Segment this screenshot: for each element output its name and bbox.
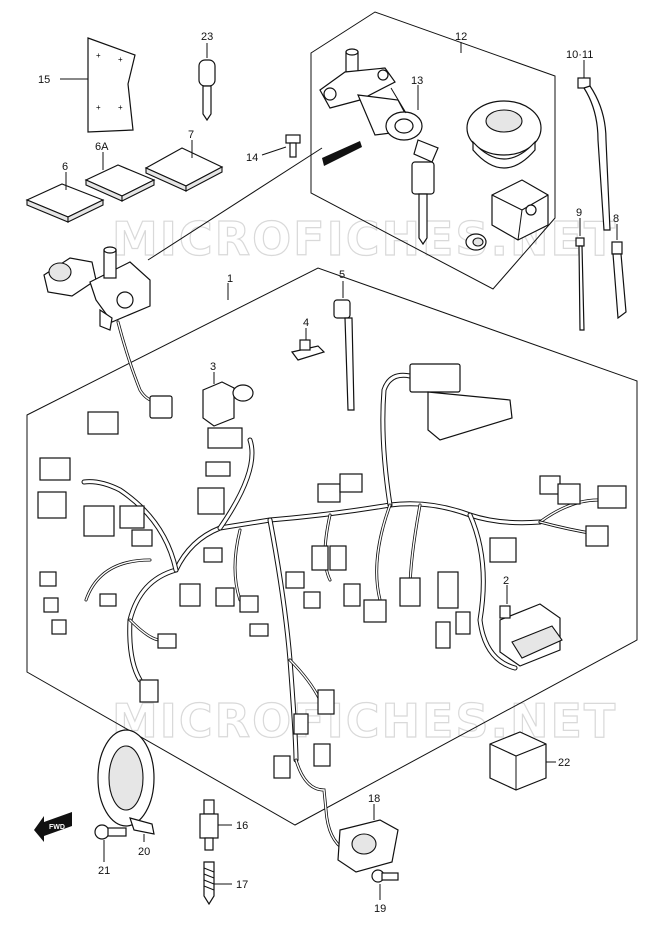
- svg-text:+: +: [118, 55, 123, 64]
- relay-part-22: [489, 731, 556, 791]
- callout-4: 4: [303, 317, 309, 329]
- callout-9: 9: [576, 207, 582, 219]
- callout-22: 22: [558, 757, 570, 769]
- fwd-arrow-icon: FWD: [34, 812, 72, 842]
- cable-tie-part-9: [575, 218, 585, 331]
- harness-frame: [26, 267, 638, 826]
- svg-text:+: +: [118, 103, 123, 112]
- watermark-bottom: MICROFICHES.NET: [112, 694, 617, 748]
- cable-tie-part-10-11: [577, 60, 611, 231]
- callout-labels: 1 2 3 4 5 6 6A 7 8 9 10·11 12 13 14 15 1…: [38, 31, 619, 915]
- bolt-part-21: [94, 824, 127, 862]
- callout-7: 7: [188, 129, 194, 141]
- lock-body: [491, 179, 549, 241]
- callout-1: 1: [227, 273, 233, 285]
- spring-part-17: [203, 861, 232, 906]
- pad-part-7: [144, 140, 224, 192]
- sensor-part-18: [337, 804, 399, 873]
- bracket-part-4: [290, 328, 326, 361]
- clamp-part-8: [611, 224, 627, 320]
- callout-2: 2: [503, 575, 509, 587]
- plate-part-15: + + + +: [60, 37, 136, 133]
- callout-5: 5: [339, 269, 345, 281]
- wiring-harness-part-1: [81, 372, 600, 852]
- key-part-23: [198, 43, 216, 122]
- callout-13: 13: [411, 75, 423, 87]
- connector-part-3: [202, 372, 254, 427]
- callout-15: 15: [38, 74, 50, 86]
- callout-18: 18: [368, 793, 380, 805]
- ignition-leader: [147, 147, 323, 261]
- screw-part-14: [261, 134, 301, 158]
- svg-text:+: +: [96, 51, 101, 60]
- callout-3: 3: [210, 361, 216, 373]
- screw-part-19: [371, 869, 399, 900]
- pad-part-6a: [84, 152, 156, 202]
- callout-10-11: 10·11: [566, 49, 593, 61]
- ignition-group-frame: [310, 11, 556, 290]
- ignition-switch-part-13: [319, 48, 439, 246]
- callout-21: 21: [98, 865, 110, 877]
- switch-part-16: [199, 799, 232, 851]
- ignition-switch-assembly: [43, 246, 173, 419]
- horn-part-20: [97, 729, 155, 842]
- lock-cylinder: [465, 233, 487, 251]
- pad-part-6: [25, 172, 105, 223]
- callout-6a: 6A: [95, 141, 109, 153]
- callout-17: 17: [236, 879, 248, 891]
- callout-14: 14: [246, 152, 258, 164]
- callout-12: 12: [455, 31, 467, 43]
- fwd-label: FWD: [49, 824, 65, 831]
- callout-23: 23: [201, 31, 213, 43]
- ignition-leader-bar: [322, 141, 362, 166]
- seat-lock-cap: [466, 100, 542, 169]
- callout-8: 8: [613, 213, 619, 225]
- callout-19: 19: [374, 903, 386, 915]
- callout-16: 16: [236, 820, 248, 832]
- harness-connectors: [37, 363, 627, 779]
- callout-leaders: [227, 42, 508, 604]
- callout-6: 6: [62, 161, 68, 173]
- callout-20: 20: [138, 846, 150, 858]
- clamp-part-5: [333, 281, 355, 411]
- svg-text:+: +: [96, 103, 101, 112]
